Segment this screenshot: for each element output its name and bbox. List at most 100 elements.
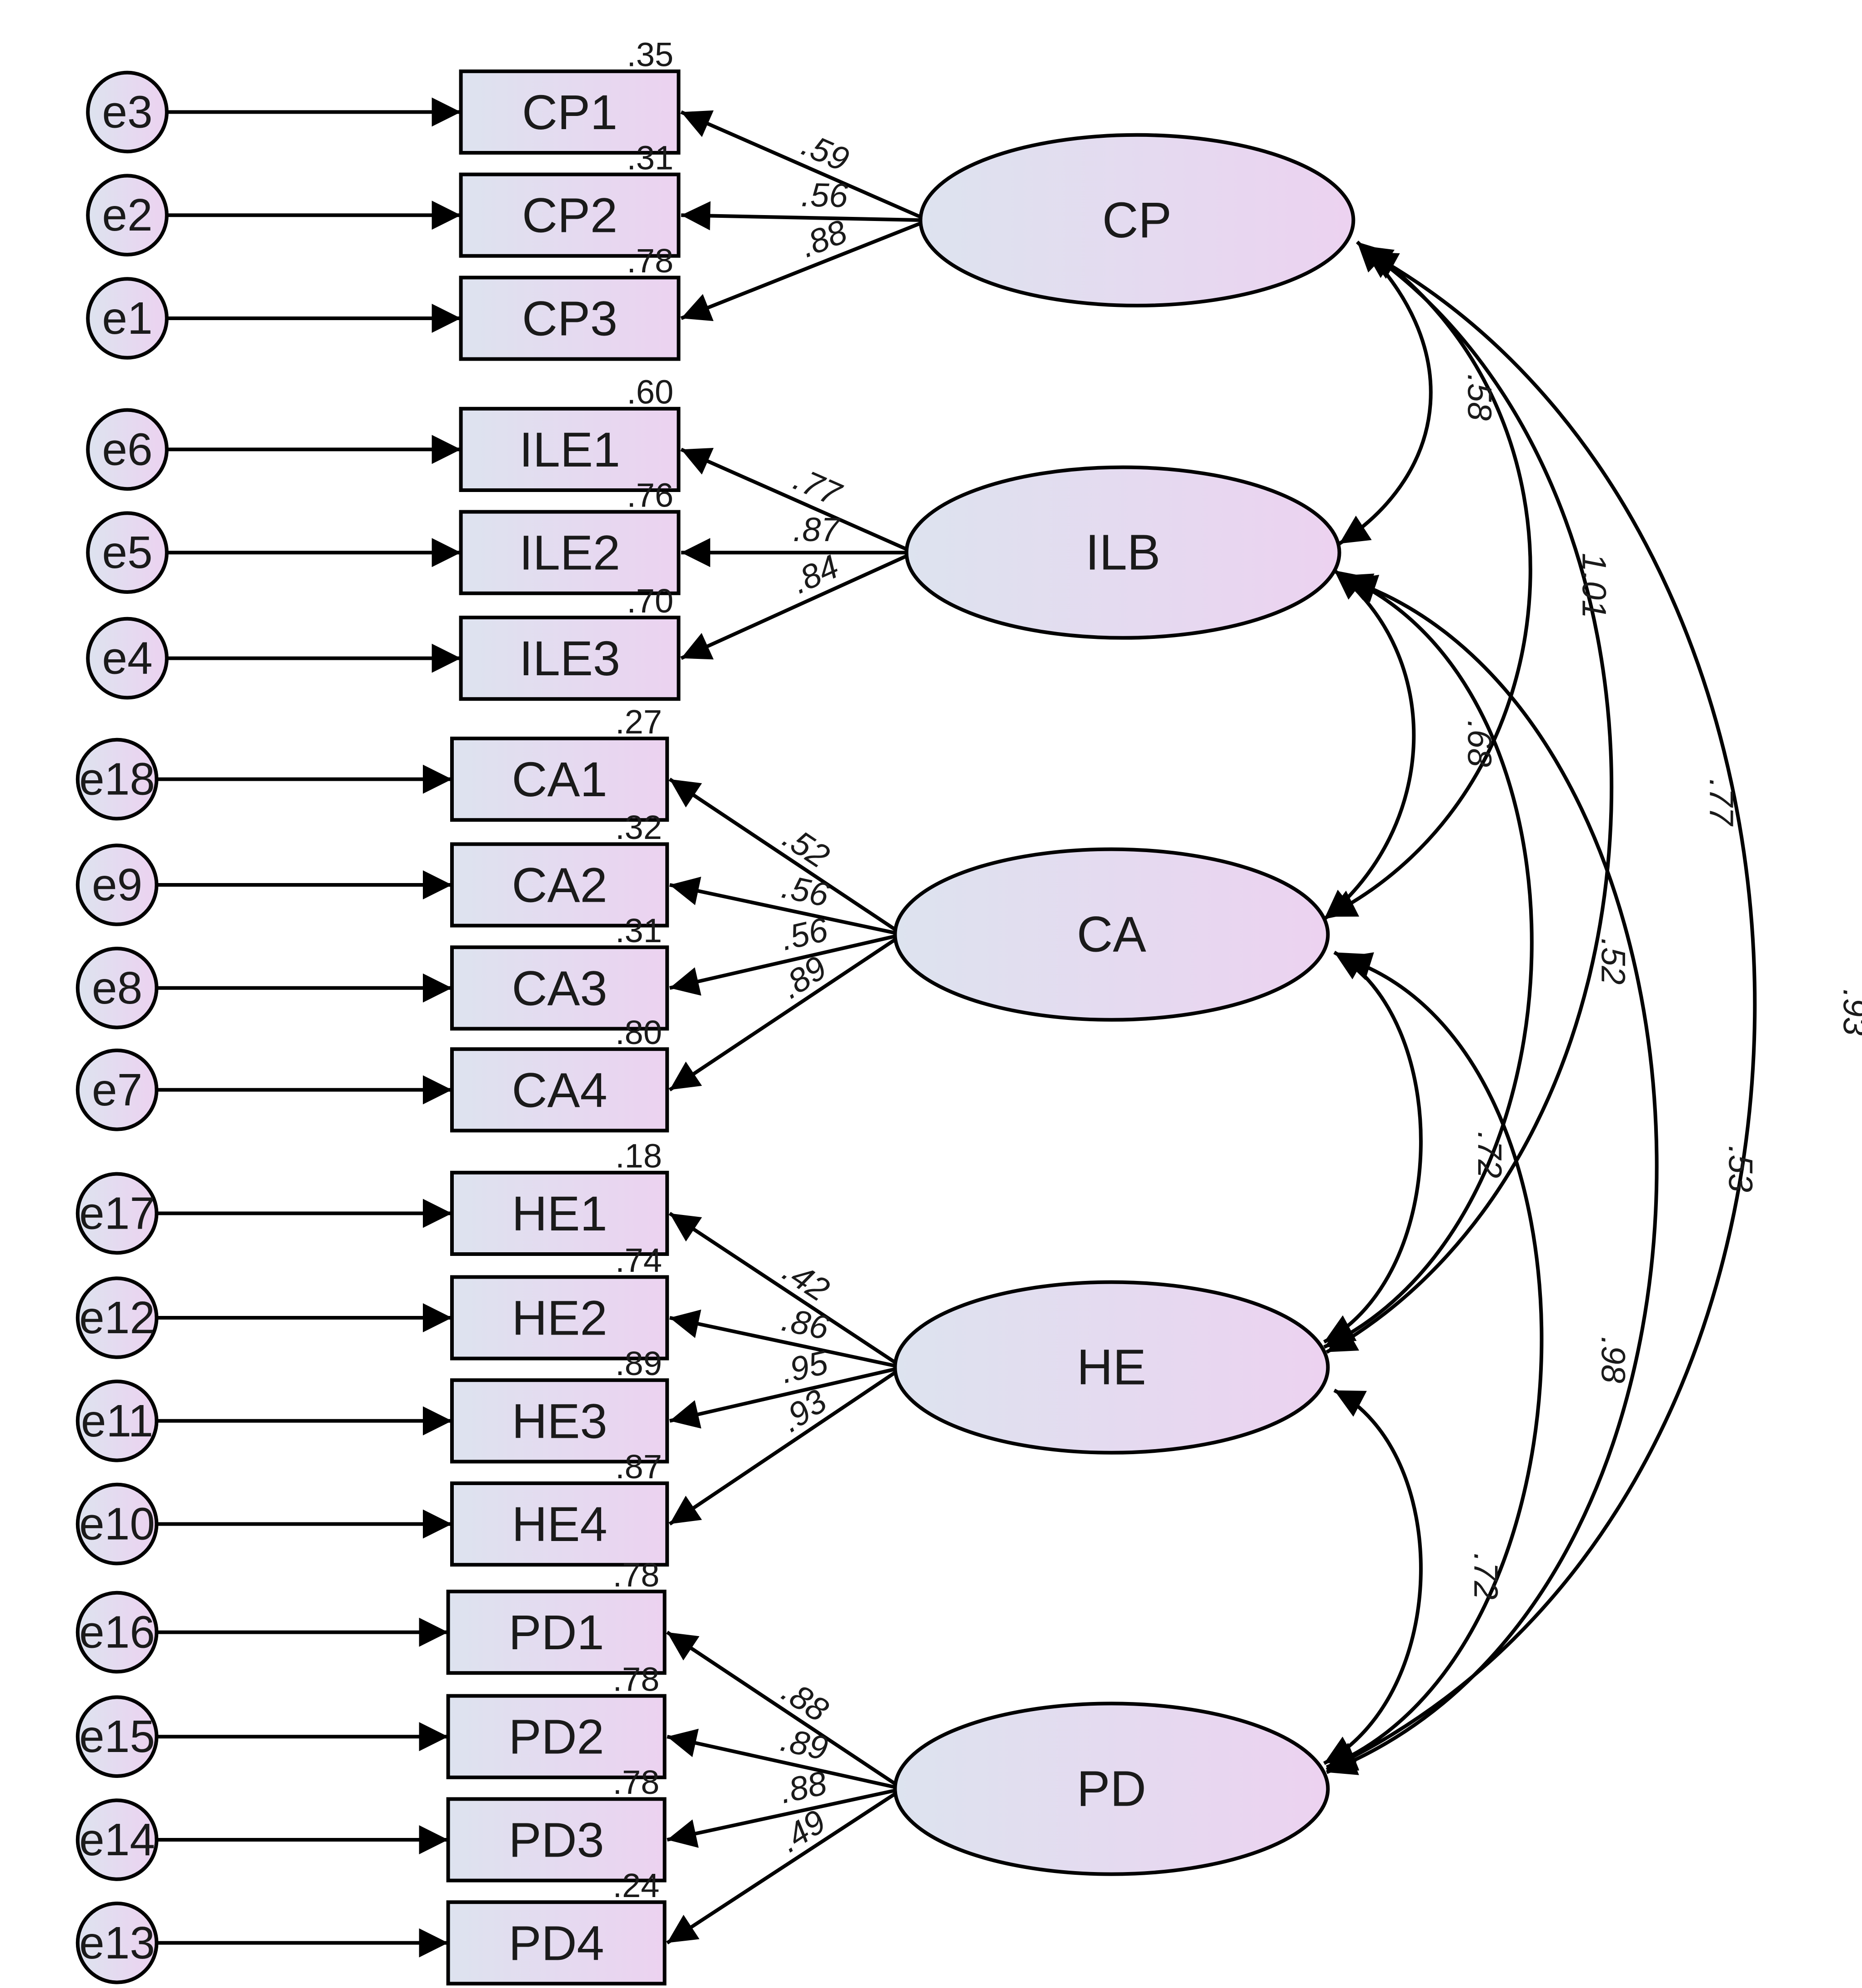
error-term-e2 <box>86 174 169 257</box>
error-label: e4 <box>102 633 152 684</box>
r-squared-label: .70 <box>627 582 673 620</box>
covariance-arc-he-pd <box>1323 1389 1423 1765</box>
loading-label: .86 <box>778 1300 833 1347</box>
loading-label: .56 <box>777 910 832 958</box>
loading-label: .95 <box>777 1343 832 1391</box>
indicator-label: HE4 <box>512 1496 607 1551</box>
indicator-label: CA3 <box>512 960 607 1015</box>
covariance-arc-cp-pd <box>1325 250 1757 1772</box>
loading-path-he4 <box>668 1365 904 1526</box>
covariance-layer <box>1323 241 1757 1775</box>
covariance-arc-cp-ca <box>1325 244 1532 919</box>
loading-label: .88 <box>775 1672 835 1729</box>
r-squared-label: .31 <box>615 912 662 949</box>
covariance-arc-ilb-pd <box>1326 575 1659 1775</box>
loading-path-he3 <box>669 1365 903 1429</box>
indicator-label: ILE1 <box>519 422 620 477</box>
covariance-label: .98 <box>1594 1336 1632 1383</box>
latent-cp <box>918 133 1355 307</box>
covariance-arc-cp-he <box>1325 248 1614 1354</box>
loading-label: .87 <box>793 511 841 548</box>
indicator-label: PD1 <box>509 1605 604 1660</box>
error-term-e8 <box>75 947 159 1029</box>
error-label: e12 <box>79 1292 155 1343</box>
indicator-box-cp2 <box>459 172 681 258</box>
indicator-box-ca2 <box>450 842 669 928</box>
covariance-label: .93 <box>1836 989 1862 1036</box>
loading-path-cp1 <box>680 110 929 222</box>
r-squared-label: .74 <box>615 1241 662 1279</box>
error-label: e7 <box>92 1064 142 1115</box>
error-term-e3 <box>86 70 169 154</box>
error-label: e8 <box>92 963 142 1014</box>
indicator-box-he1 <box>450 1170 669 1256</box>
error-term-e15 <box>75 1695 159 1778</box>
latent-label: CA <box>1077 907 1146 963</box>
error-term-e17 <box>75 1172 159 1255</box>
indicator-label: PD4 <box>509 1915 604 1970</box>
r-squared-label: .78 <box>613 1556 660 1594</box>
loading-label: .49 <box>773 1802 833 1860</box>
indicator-box-he2 <box>450 1275 669 1360</box>
error-label: e6 <box>102 424 152 475</box>
error-term-e13 <box>75 1902 159 1984</box>
r-squared-label: .24 <box>613 1867 660 1904</box>
r-squared-label: .78 <box>613 1660 660 1698</box>
error-term-e1 <box>86 277 169 360</box>
latent-ca <box>893 847 1330 1022</box>
indicator-label: CP2 <box>522 188 617 243</box>
error-term-e12 <box>75 1276 159 1359</box>
error-term-e5 <box>86 511 169 594</box>
indicator-label: HE2 <box>512 1290 607 1345</box>
covariance-label: .53 <box>1721 1145 1759 1192</box>
loading-path-cp2 <box>681 201 928 231</box>
error-label: e9 <box>92 859 142 910</box>
error-term-e6 <box>86 408 169 491</box>
loading-label: .56 <box>801 176 848 214</box>
covariance-arc-ilb-he <box>1323 573 1534 1349</box>
error-term-e18 <box>75 738 159 821</box>
latent-label: CP <box>1102 192 1172 248</box>
indicator-label: CA4 <box>512 1062 607 1117</box>
error-label: e2 <box>102 190 152 241</box>
loading-label: .56 <box>778 867 833 914</box>
indicator-box-he4 <box>450 1481 669 1567</box>
r-squared-label: .76 <box>627 476 673 514</box>
error-label: e1 <box>102 293 152 344</box>
covariance-label: .52 <box>1594 938 1632 985</box>
r-squared-label: .87 <box>615 1448 662 1486</box>
path-layer <box>156 97 929 1958</box>
r-squared-label: .78 <box>613 1763 660 1801</box>
r-squared-label: .80 <box>615 1014 662 1051</box>
covariance-label: 1.01 <box>1575 553 1613 618</box>
r-squared-label: .32 <box>615 808 662 846</box>
loading-path-pd4 <box>666 1787 904 1945</box>
indicator-box-ile3 <box>459 616 681 701</box>
error-label: e10 <box>79 1499 155 1550</box>
loading-path-pd3 <box>667 1787 903 1848</box>
indicator-box-pd3 <box>446 1797 667 1883</box>
loading-path-cp3 <box>680 218 929 321</box>
loading-label: .89 <box>778 1721 831 1767</box>
error-label: e15 <box>79 1711 155 1762</box>
indicator-box-pd1 <box>446 1590 667 1675</box>
indicator-label: PD2 <box>509 1709 604 1764</box>
loading-path-ca2 <box>669 877 903 937</box>
indicator-box-ile2 <box>459 510 681 595</box>
indicator-label: CA1 <box>512 752 607 807</box>
covariance-label: .72 <box>1471 1131 1509 1178</box>
indicator-label: PD3 <box>509 1812 604 1868</box>
loading-label: .88 <box>776 1764 830 1811</box>
covariance-label: .77 <box>1702 779 1740 827</box>
error-label: e18 <box>79 754 155 805</box>
latent-label: ILB <box>1085 525 1160 581</box>
error-term-e9 <box>75 843 159 926</box>
indicator-box-ca1 <box>450 737 669 822</box>
error-label: e16 <box>79 1607 155 1658</box>
loading-path-ile1 <box>680 447 915 554</box>
indicator-label: ILE3 <box>519 631 620 686</box>
loading-path-he2 <box>669 1310 903 1370</box>
r-squared-label: .89 <box>615 1345 662 1382</box>
